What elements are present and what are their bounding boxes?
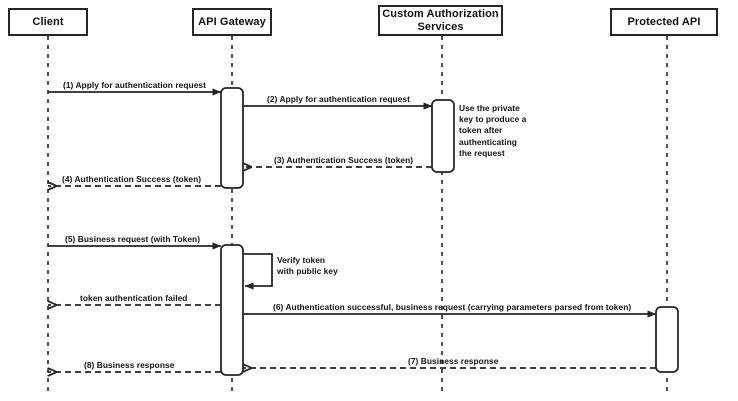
note-note-private-key: Use the private key to produce a token a… <box>459 103 527 158</box>
participant-label: API Gateway <box>198 15 266 28</box>
participant-custom-authorization-services[interactable]: Custom Authorization Services <box>378 5 503 36</box>
participant-label: Custom Authorization Services <box>382 7 499 33</box>
arrow-msg-self-verify <box>243 253 273 290</box>
activation-auth-service-activation <box>431 99 455 173</box>
activation-protected-api-activation <box>655 306 679 373</box>
activation-gateway-business-activation <box>220 244 244 376</box>
lifelines-group <box>47 36 668 396</box>
participant-protected-api[interactable]: Protected API <box>610 8 718 36</box>
label-msg-8: (8) Business response <box>84 360 175 370</box>
participant-api-gateway[interactable]: API Gateway <box>192 8 272 36</box>
message-arrows-group <box>48 88 657 372</box>
label-msg-1: (1) Apply for authentication request <box>63 80 206 90</box>
label-msg-2: (2) Apply for authentication request <box>267 94 410 104</box>
label-msg-self-verify: Verify token with public key <box>277 255 338 277</box>
label-msg-3: (3) Authentication Success (token) <box>274 155 414 165</box>
label-msg-6: (6) Authentication successful, business … <box>273 302 632 312</box>
participant-label: Client <box>32 15 64 28</box>
label-msg-5: (5) Business request (with Token) <box>65 234 201 244</box>
activation-bars-group <box>220 87 679 376</box>
label-msg-token-auth-failed: token authentication failed <box>80 293 188 303</box>
label-msg-7: (7) Business response <box>408 356 499 366</box>
participant-client[interactable]: Client <box>8 8 88 36</box>
participant-label: Protected API <box>627 15 701 28</box>
activation-gateway-auth-activation <box>220 87 244 189</box>
label-msg-4: (4) Authentication Success (token) <box>62 174 202 184</box>
